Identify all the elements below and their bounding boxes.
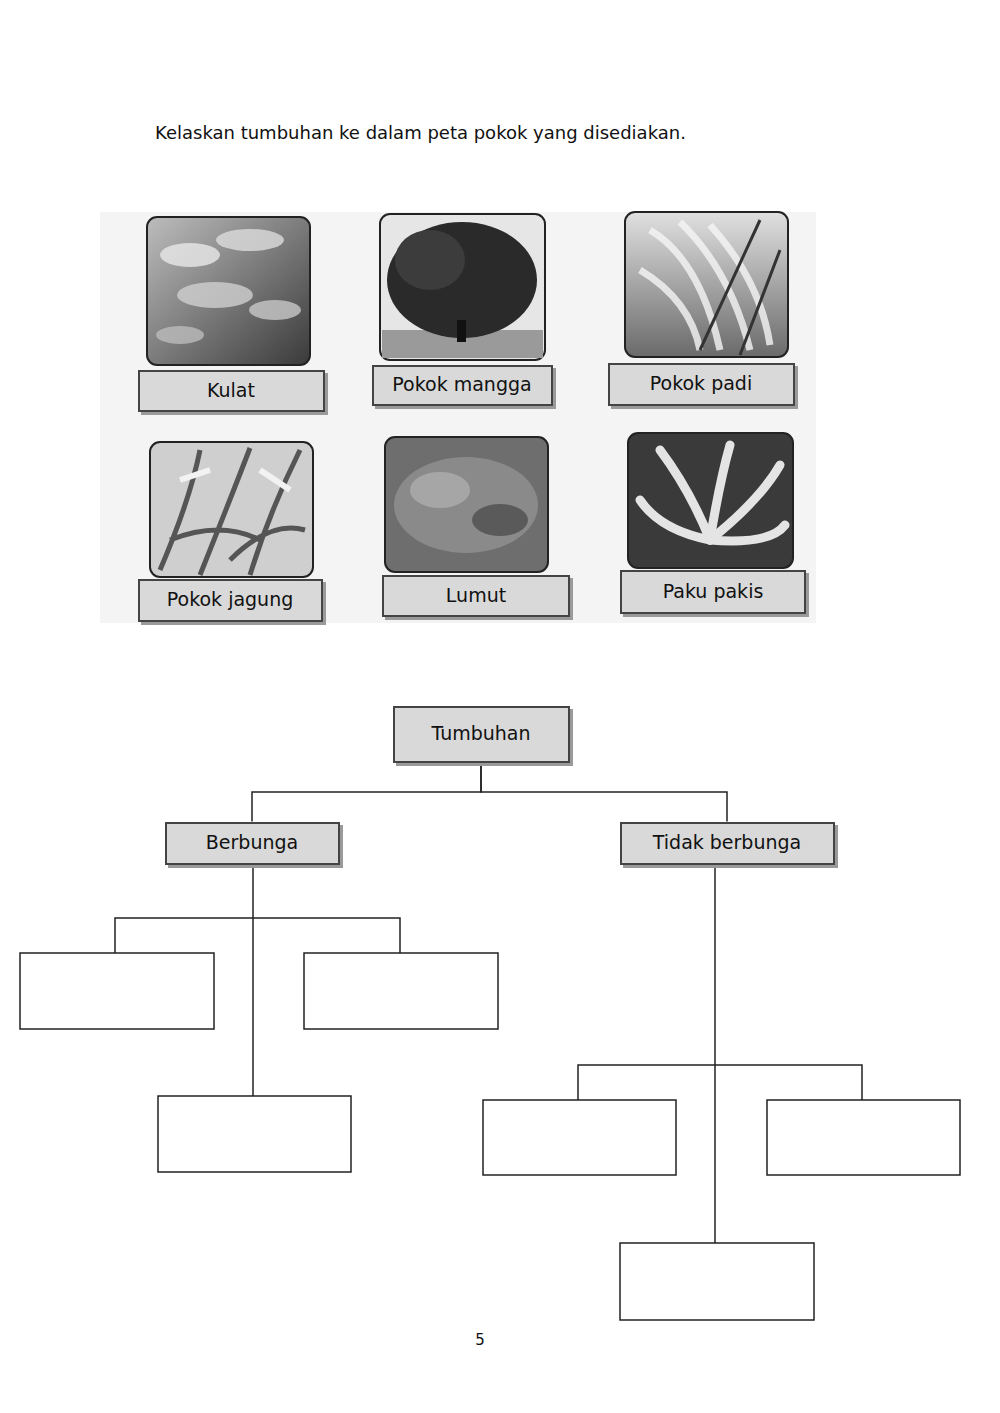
box-text: Pokok jagung (167, 589, 294, 611)
corn-photo (150, 442, 313, 577)
tree-connector (252, 763, 481, 822)
box-text: Lumut (446, 585, 506, 607)
rice-photo (625, 212, 788, 357)
plant-label-box: Lumut (382, 575, 570, 617)
plant-label-box: Pokok mangga (372, 365, 553, 406)
picture-panel (100, 212, 816, 623)
box-text: Tumbuhan (431, 723, 530, 745)
category-box: Tidak berbunga (620, 822, 835, 865)
box-text: Paku pakis (663, 581, 764, 603)
answer-boxes (20, 953, 960, 1320)
fern-photo (628, 433, 793, 568)
box-text: Berbunga (206, 832, 298, 854)
branch-lines (115, 865, 862, 1243)
mango-tree-photo (380, 214, 545, 360)
box-text: Tidak berbunga (653, 832, 801, 854)
instruction-title: Kelaskan tumbuhan ke dalam peta pokok ya… (155, 122, 686, 143)
moss-photo (385, 437, 548, 572)
box-text: Pokok mangga (392, 374, 531, 396)
category-box: Tumbuhan (393, 706, 570, 763)
category-box: Berbunga (165, 822, 340, 865)
tree-connector (481, 763, 727, 822)
plant-label-box: Pokok jagung (138, 579, 323, 622)
box-text: Pokok padi (650, 373, 752, 395)
plant-label-box: Kulat (138, 370, 325, 412)
plant-label-box: Pokok padi (608, 363, 795, 406)
page-number: 5 (475, 1331, 485, 1349)
fungus-photo (147, 217, 310, 365)
box-text: Kulat (207, 380, 255, 402)
plant-label-box: Paku pakis (620, 570, 806, 614)
